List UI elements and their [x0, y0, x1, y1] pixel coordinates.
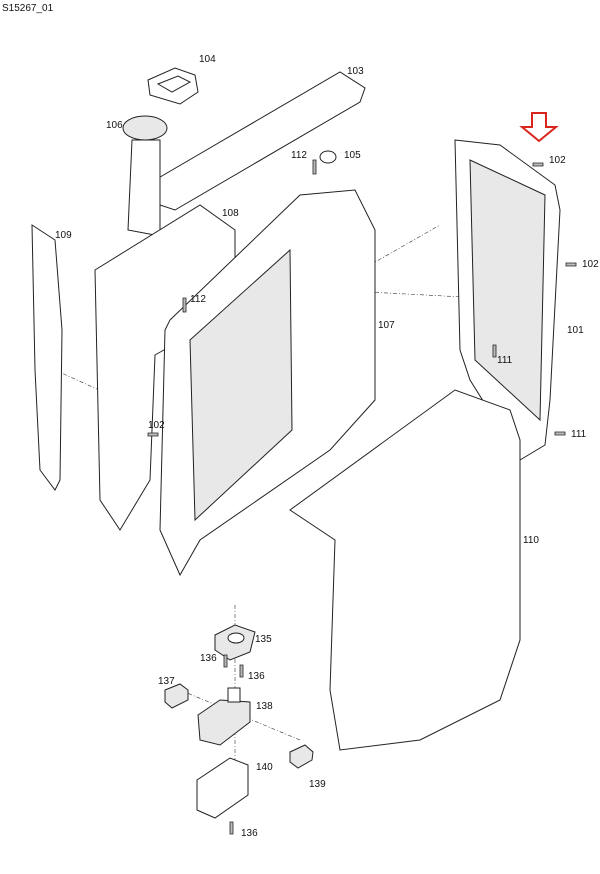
part-139-switch: [289, 744, 314, 769]
callout: 104: [199, 54, 216, 65]
part-138-pump: [197, 687, 251, 746]
part-136-screw: [223, 654, 228, 668]
callout: 105: [344, 150, 361, 161]
part-140-tray: [196, 757, 249, 819]
callout: 102: [549, 155, 566, 166]
part-106-tube: [122, 115, 168, 237]
callout: 112: [291, 150, 307, 161]
part-105-seal: [319, 150, 337, 164]
part-136-screw: [229, 821, 234, 835]
part-110-cover: [289, 389, 521, 751]
callout: 136: [241, 828, 258, 839]
callout: 111: [497, 355, 513, 366]
callout: 111: [571, 429, 587, 440]
callout: 110: [523, 535, 539, 546]
part-111-screw: [492, 344, 497, 358]
part-104-clip: [147, 67, 199, 105]
drawing-id: S15267_01: [2, 3, 54, 14]
part-102-screw: [147, 432, 159, 437]
part-108-housing: [94, 204, 236, 531]
callout: 140: [256, 762, 273, 773]
callout: 102: [148, 420, 165, 431]
callout: 136: [200, 653, 217, 664]
part-107-inner: [189, 248, 293, 522]
callout: 109: [55, 230, 72, 241]
callout: 107: [378, 320, 395, 331]
callout: 135: [255, 634, 272, 645]
part-102-screw: [565, 262, 577, 267]
part-111-screw: [554, 431, 566, 436]
part-102-screw: [532, 162, 544, 167]
part-109-side-panel: [31, 224, 63, 491]
callout: 103: [347, 66, 364, 77]
part-135-valve-top: [214, 624, 256, 661]
callout: 106: [106, 120, 123, 131]
callout: 138: [256, 701, 273, 712]
callout: 139: [309, 779, 326, 790]
highlight-arrow-icon: [519, 112, 559, 143]
part-137-switch: [164, 683, 189, 709]
callout: 102: [582, 259, 599, 270]
callout: 112: [190, 294, 206, 305]
part-112-screw: [182, 297, 187, 313]
callout-labels: 104 103 106 112 105 102 108 109 112 107 …: [55, 54, 599, 839]
part-101-inner: [469, 159, 546, 422]
callout: 137: [158, 676, 175, 687]
part-136-screw: [239, 664, 244, 678]
callout: 108: [222, 208, 239, 219]
callout: 136: [248, 671, 265, 682]
callout: 101: [567, 325, 584, 336]
part-112-screw: [312, 159, 317, 175]
